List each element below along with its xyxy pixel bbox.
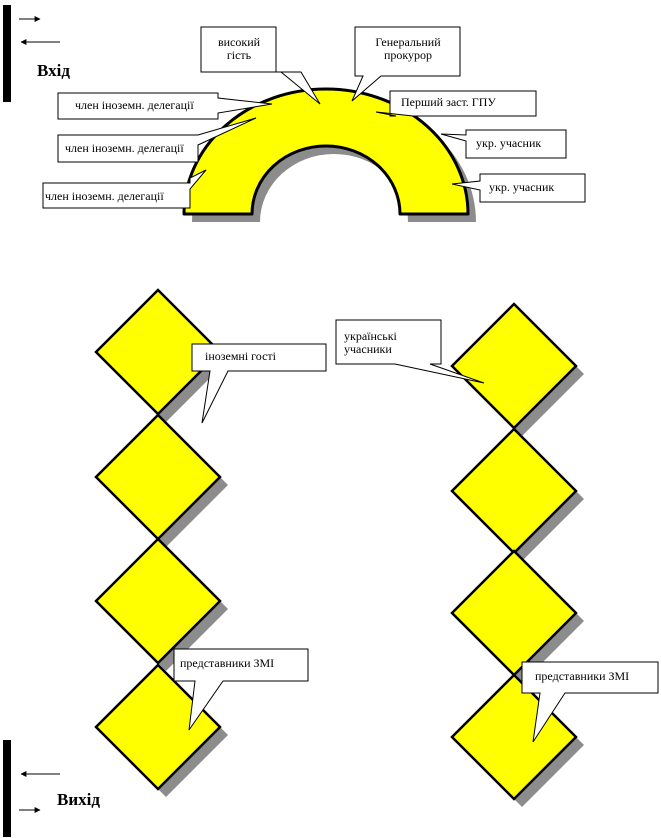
first-deputy-text: Перший заст. ГПУ [401, 95, 496, 109]
callout-foreign-guests [191, 343, 327, 424]
callout-ukrainian-participants [335, 319, 485, 384]
foreign-delegate-2-text: член іноземн. делегації [65, 141, 184, 155]
media-right-text: представники ЗМІ [535, 669, 630, 683]
table-groups [94, 288, 584, 807]
right-diamond-table-2 [450, 427, 578, 555]
foreign-delegate-1-text: член іноземн. делегації [75, 98, 194, 112]
entrance-door-bar [3, 5, 11, 102]
ukr-participant-2-text: укр. учасник [489, 180, 555, 194]
callout-media-left [173, 648, 309, 731]
left-diamond-table-2 [94, 413, 222, 541]
left-diamond-table-3 [94, 537, 222, 665]
ukrainian-participants-text: українські учасники [344, 329, 397, 356]
foreign-delegate-3-text: член іноземн. делегації [45, 189, 164, 203]
exit-label: Вихід [57, 790, 100, 809]
callout-media-right [521, 661, 659, 743]
callout-high-guest [200, 26, 321, 105]
callout-foreign-delegate-1 [57, 92, 273, 120]
high-guest-text: високий гість [217, 35, 261, 62]
callout-foreign-delegate-3 [42, 169, 207, 209]
callout-prosecutor-general [351, 26, 461, 102]
ukr-participant-1-text: укр. учасник [476, 136, 542, 150]
callout-first-deputy [375, 90, 537, 117]
entrance-label: Вхід [37, 61, 70, 80]
callout-ukr-participant-2 [451, 173, 586, 203]
media-left-text: представники ЗМІ [180, 656, 275, 670]
prosecutor-general-text: Генеральний прокурор [375, 35, 441, 62]
horseshoe-table [182, 87, 476, 222]
right-diamond-table-3 [450, 549, 578, 677]
callout-ukr-participant-1 [440, 129, 567, 159]
right-diamond-table-1 [450, 302, 578, 430]
foreign-guests-text: іноземні гості [205, 349, 276, 363]
callout-foreign-delegate-2 [57, 117, 257, 163]
exit-door-bar [3, 740, 11, 837]
